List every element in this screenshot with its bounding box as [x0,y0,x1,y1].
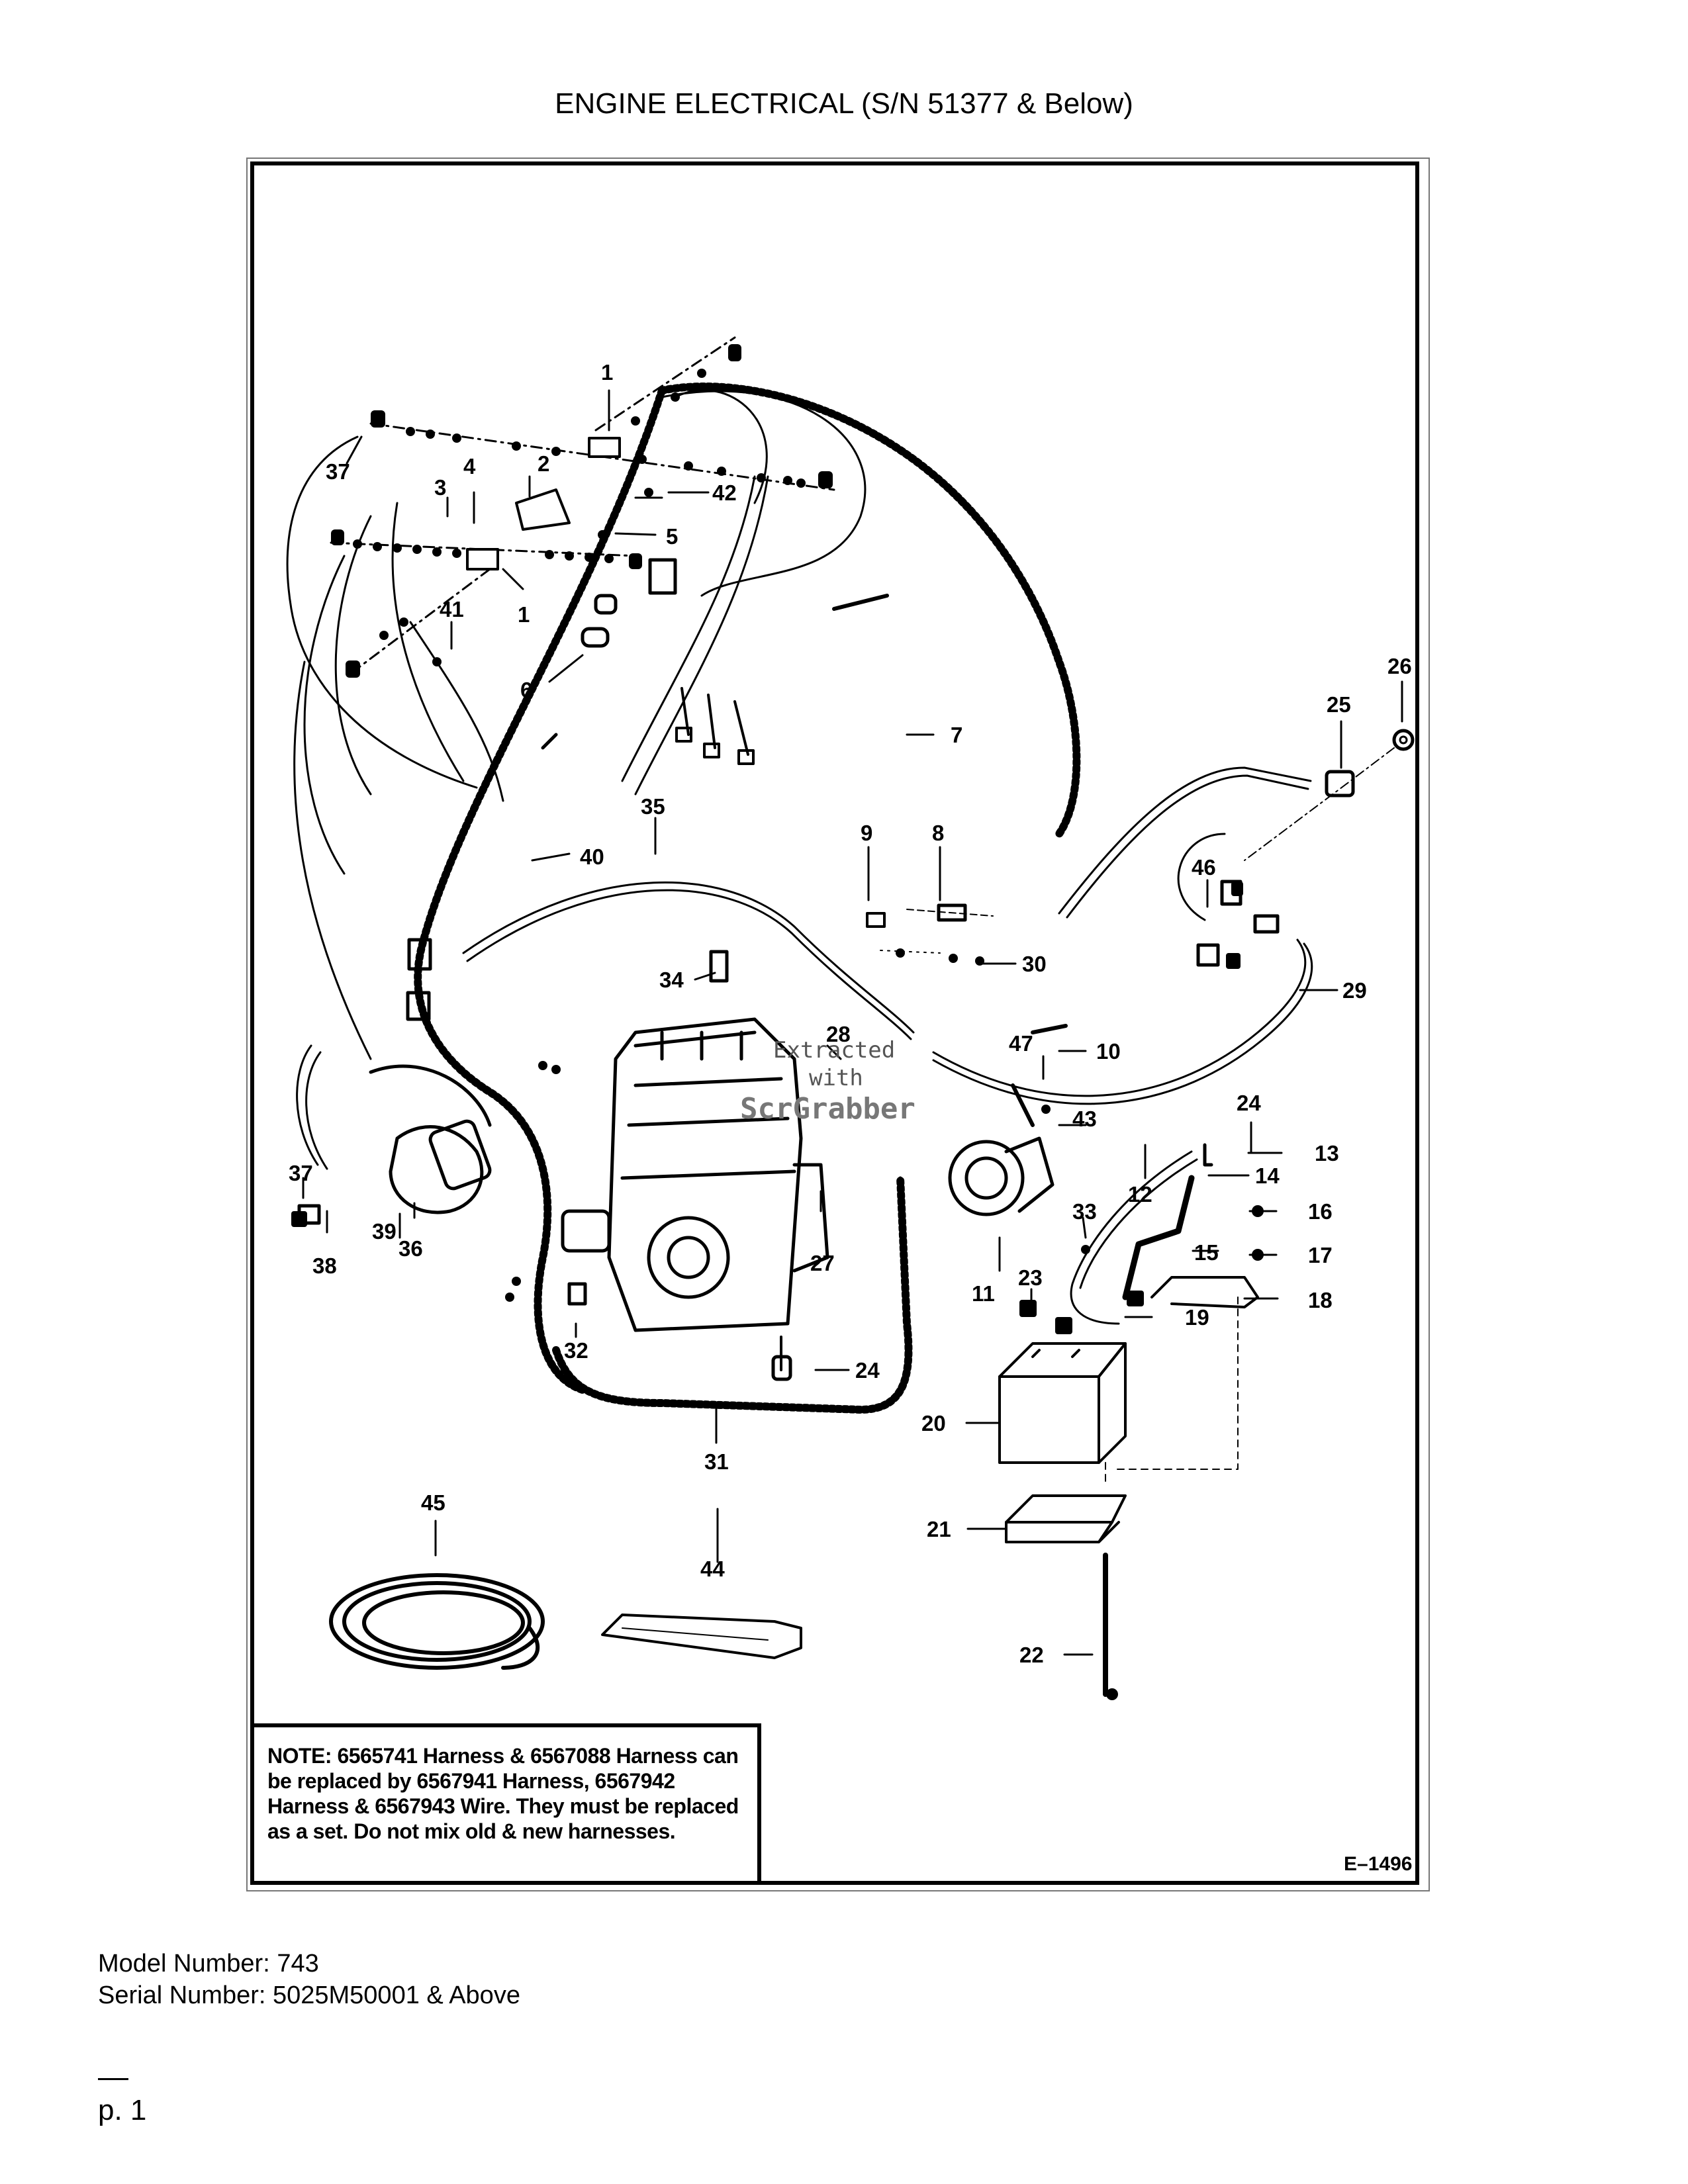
bus-bar-lower [330,541,637,557]
callout-20: 20 [921,1411,946,1435]
bar-18 [1150,1276,1259,1308]
callout-4: 4 [463,454,476,478]
nut-26 [1392,729,1415,751]
callout-9: 9 [861,821,872,845]
watermark-line2: with [809,1065,863,1091]
note-label: NOTE: [267,1744,332,1768]
callout-8: 8 [932,821,944,845]
callout-11: 11 [972,1281,995,1306]
callout-41: 41 [440,597,464,621]
callout-18: 18 [1308,1288,1333,1312]
callout-12: 12 [1128,1182,1152,1206]
page-title: ENGINE ELECTRICAL (S/N 51377 & Below) [555,87,1133,120]
callout-42: 42 [712,480,737,505]
plug-6 [581,627,610,648]
starter-36 [369,1064,492,1214]
cable-25-lead [1058,766,1312,915]
diagram-outer-frame [246,158,1430,1891]
switch-25 [1325,770,1355,797]
callout-24-lower: 24 [855,1358,880,1383]
callout-24-upper: 24 [1237,1091,1261,1115]
footer-rule [98,2078,128,2080]
callout-30: 30 [1022,952,1047,976]
callout-25: 25 [1327,692,1351,717]
callout-39: 39 [372,1219,397,1244]
engine-block [561,1017,829,1332]
tube-44 [601,1614,802,1659]
callout-44: 44 [700,1557,725,1581]
drawing-id: E–1496 [1344,1853,1413,1875]
callout-14: 14 [1255,1163,1280,1188]
battery-cable-15 [1122,1175,1195,1300]
callout-10: 10 [1096,1039,1121,1064]
battery-cable-12 [1070,1150,1193,1325]
callout-40: 40 [580,844,604,869]
callout-15: 15 [1194,1240,1219,1265]
junction-block-1a [588,437,621,458]
callout-13: 13 [1315,1141,1339,1165]
cable-29 [932,938,1307,1097]
callout-6: 6 [520,678,532,702]
callout-37-bottom: 37 [289,1161,313,1185]
callout-34: 34 [659,968,684,992]
junction-block-1b [466,548,499,570]
battery-20 [998,1342,1127,1464]
alternator-11 [948,1136,1055,1216]
callout-27: 27 [810,1251,835,1275]
callout-45: 45 [421,1490,445,1515]
callout-37-top: 37 [326,459,350,484]
battery-tray-21 [1005,1494,1127,1543]
callout-7: 7 [951,723,962,747]
callout-28: 28 [826,1022,851,1046]
watermark-line1: Extracted [773,1037,895,1064]
diagram-frame [250,161,1419,1885]
watermark-line3: ScrGrabber [740,1092,915,1126]
note-text: 6565741 Harness & 6567088 Harness can be… [267,1744,739,1843]
note-box: NOTE: 6565741 Harness & 6567088 Harness … [250,1723,761,1885]
callout-21: 21 [927,1517,951,1541]
callout-5: 5 [666,524,678,549]
callout-1-mid: 1 [518,602,530,627]
main-harness-7 [658,383,1081,838]
callout-17: 17 [1308,1243,1333,1267]
callout-29: 29 [1342,978,1367,1003]
callout-1-top: 1 [601,360,613,385]
callout-33: 33 [1072,1199,1097,1224]
callout-2: 2 [538,451,549,476]
serial-number: Serial Number: 5025M50001 & Above [98,1981,520,2009]
callout-43: 43 [1072,1107,1097,1131]
callout-32: 32 [564,1338,588,1363]
page-number: p. 1 [98,2094,147,2126]
callout-19: 19 [1185,1305,1209,1330]
callout-22: 22 [1019,1643,1044,1667]
callout-26: 26 [1387,654,1412,678]
callout-47: 47 [1009,1031,1033,1056]
callout-46: 46 [1192,855,1216,880]
callout-16: 16 [1308,1199,1333,1224]
model-number: Model Number: 743 [98,1950,319,1978]
callout-36: 36 [399,1236,423,1261]
callout-23: 23 [1018,1265,1043,1290]
bracket-2 [515,488,571,531]
callout-31: 31 [704,1449,729,1474]
cable-35 [462,881,915,1034]
loom-45 [329,1573,545,1670]
callout-38: 38 [312,1253,337,1278]
callout-35: 35 [641,794,665,819]
watermark: Extracted with ScrGrabber [740,1037,915,1126]
connector-5 [648,558,677,595]
callout-3: 3 [434,475,446,500]
